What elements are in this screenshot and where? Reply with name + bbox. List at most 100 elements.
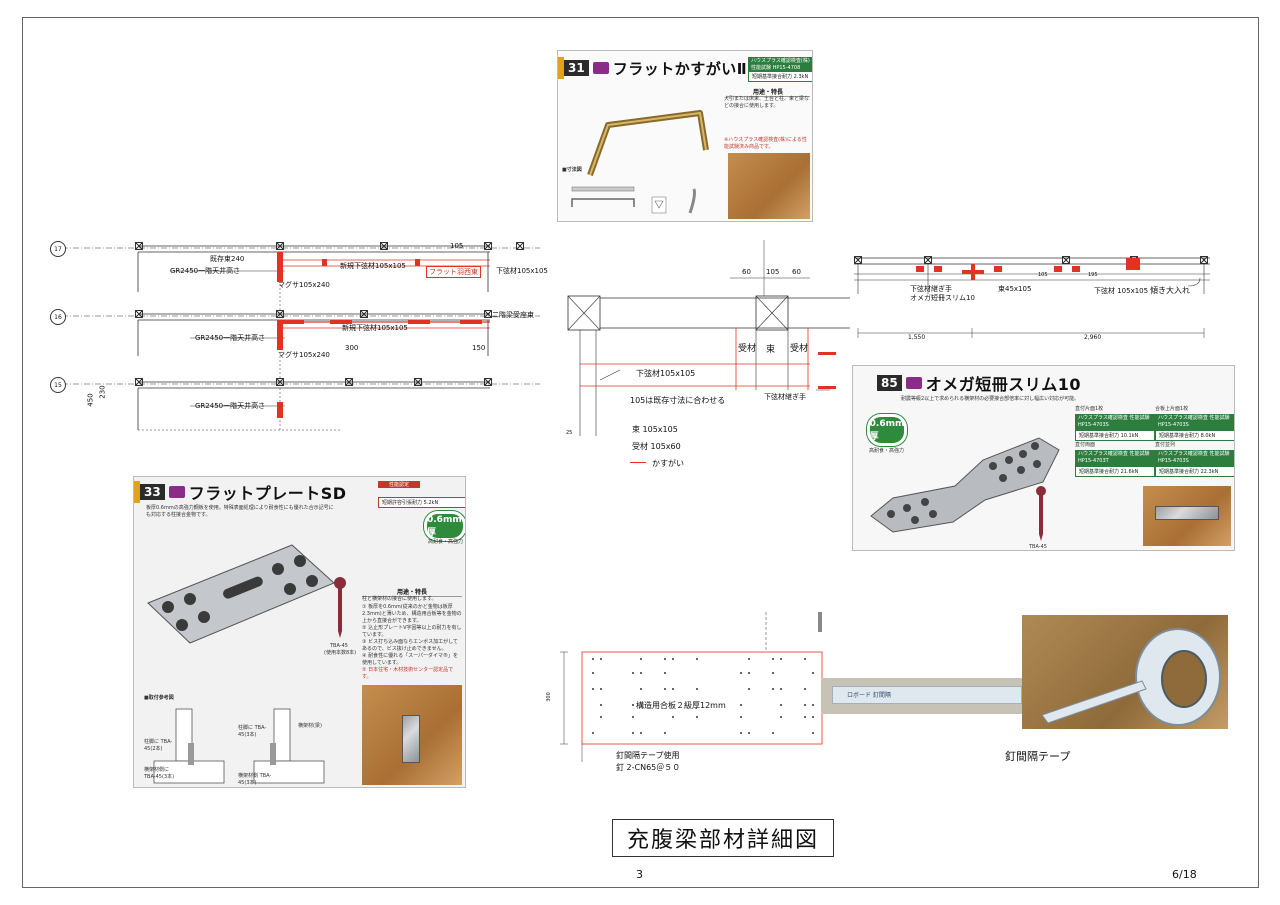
nail-dot bbox=[632, 704, 634, 706]
row17-left-label: 既存束240 bbox=[210, 255, 245, 263]
catalog-33-screw-sub: (使用本数8本) bbox=[324, 650, 357, 656]
catalog-31-photo bbox=[728, 153, 810, 219]
usage-line-6: ⑤ 日本住宅・木材技術センター認定品です。 bbox=[362, 667, 454, 680]
install-note-2: 横架材側に TBA-45(3本) bbox=[144, 767, 175, 780]
spec-group-3: 直付両面 bbox=[1075, 442, 1096, 448]
catalog-33-install-label: ■取付参考図 bbox=[144, 695, 174, 701]
plywood-panel-drawing: 300 構造用合板２級厚12mm 釘間隔テープ使用 釘 2-CN65＠５０ bbox=[540, 612, 830, 782]
post-box bbox=[484, 310, 492, 318]
photo-plate bbox=[1155, 506, 1219, 520]
catalog-33-thickness-badge: 0.6mm厚 bbox=[424, 511, 465, 541]
tape-note: 釘間隔テープ使用 bbox=[616, 751, 680, 760]
red-joint bbox=[408, 320, 430, 324]
nail-dot bbox=[748, 688, 750, 690]
axis-17-marker: 17 bbox=[50, 241, 66, 257]
red-joint bbox=[330, 320, 352, 324]
usage-line-2: ① 板厚を0.6mm(従来のかど金物は板厚2.3mm)と薄いため、構造用合板等を… bbox=[362, 604, 462, 624]
screw-icon bbox=[334, 577, 346, 638]
usage-line-1: 柱と横架材の接合に使用します。 bbox=[362, 596, 437, 602]
spec-head-4: ハウスプラス確認検査 性能試験 HP15-4703S bbox=[1155, 450, 1234, 466]
post-box bbox=[484, 378, 492, 386]
catalog-85-badge-sub: 高耐食・高強力 bbox=[869, 448, 905, 454]
install-note-1: 柱脚に TBA-45(2本) bbox=[144, 739, 173, 752]
catalog-33-usage-title: 用途・特長 bbox=[362, 587, 462, 597]
row16-mid-label: 新規下弦材105x105 bbox=[342, 324, 408, 332]
spec-group-1: 直付片面1枚 bbox=[1075, 406, 1104, 412]
row16-dim2: 150 bbox=[472, 344, 486, 352]
row16-floor-label: GR2450一階天井高さ bbox=[195, 334, 266, 342]
nail-dot bbox=[804, 704, 806, 706]
row17-dim: 105 bbox=[450, 242, 464, 250]
plywood-panel-lines bbox=[560, 612, 823, 762]
red-joint bbox=[1126, 258, 1140, 270]
elevation-small-dim-1: 105 bbox=[1038, 272, 1048, 278]
nail-dot bbox=[740, 716, 742, 718]
nail-dot bbox=[812, 672, 814, 674]
nail-dot bbox=[804, 658, 806, 660]
badge-text: 0.6mm厚 bbox=[869, 418, 905, 442]
post-box bbox=[854, 256, 862, 264]
detail-label-receiver-left: 受材 bbox=[738, 344, 757, 354]
install-reference-drawing bbox=[153, 708, 325, 784]
tape-strip: ロボード 釘間隔 bbox=[832, 686, 1022, 704]
row16-dim1: 300 bbox=[345, 344, 359, 352]
legend-receiver: 受材 105x60 bbox=[632, 442, 681, 451]
panel-label: 構造用合板２級厚12mm bbox=[636, 700, 726, 711]
nail-dot bbox=[804, 716, 806, 718]
post-box bbox=[135, 242, 143, 250]
nail-dot bbox=[592, 688, 594, 690]
spec-value-1: 短期基準接合耐力 10.1kN bbox=[1075, 430, 1155, 441]
detail-dim-right: 60 bbox=[792, 268, 801, 276]
usage-line-4: ③ ビス打ち込み面ならエンボス加工がしてあるので、ビス抜け止めできません。 bbox=[362, 639, 458, 652]
row17-red-note: フラット羽西東 bbox=[426, 266, 481, 278]
sheet-title-text: 充腹梁部材詳細図 bbox=[626, 828, 819, 853]
catalog-flat-kasugai: 31 フラットかすがいⅡ ハウスプラス確認検査(株) 性能試験 HP15-470… bbox=[557, 50, 813, 222]
elevation-joint-metal: オメガ短冊スリム10 bbox=[910, 294, 975, 302]
nail-dot bbox=[772, 688, 774, 690]
red-joint bbox=[460, 320, 482, 324]
detail-label-post: 束 bbox=[766, 345, 776, 355]
catalog-31-dim-label: ■寸法図 bbox=[562, 167, 582, 173]
post-box bbox=[276, 310, 284, 318]
nail-dot bbox=[640, 688, 642, 690]
catalog-85-screw-label: TBA-45 bbox=[1029, 544, 1047, 550]
nail-dot bbox=[740, 672, 742, 674]
axis-16-marker: 16 bbox=[50, 309, 66, 325]
nail-dot bbox=[696, 688, 698, 690]
detail-side-dim: 25 bbox=[566, 430, 573, 436]
brand-logo-icon bbox=[168, 486, 185, 498]
nail-dot bbox=[772, 672, 774, 674]
catalog-31-number: 31 bbox=[564, 60, 589, 76]
detail-joint-label: 下弦材継ぎ手 bbox=[764, 393, 806, 401]
flat-plate-sd-image bbox=[147, 544, 335, 644]
red-post bbox=[277, 402, 283, 418]
brand-logo-icon bbox=[905, 377, 922, 389]
red-joint bbox=[322, 259, 327, 266]
spec-value-2: 短期基準接合耐力 8.0kN bbox=[1155, 430, 1234, 441]
catalog-33-screw-label: TBA-45 bbox=[330, 643, 348, 649]
nail-dot bbox=[632, 672, 634, 674]
nail-dot bbox=[696, 716, 698, 718]
row15-dim2: 230 bbox=[98, 385, 107, 399]
nail-dot bbox=[632, 716, 634, 718]
elevation-lines bbox=[854, 257, 1210, 338]
detail-note: 105は既存寸法に合わせる bbox=[630, 396, 726, 405]
detail-dim-mid: 105 bbox=[766, 268, 780, 276]
spec-value-3: 短期基準接合耐力 21.6kN bbox=[1075, 466, 1155, 477]
photo-plate bbox=[402, 715, 420, 763]
nail-dot bbox=[592, 732, 594, 734]
nail-dot bbox=[600, 704, 602, 706]
nail-dot bbox=[748, 672, 750, 674]
catalog-33-intro: 板厚0.6mmの高強力鋼板を使用。特殊表面処理により耐食性にも優れた合示記号にも… bbox=[146, 505, 334, 518]
nail-dot bbox=[600, 688, 602, 690]
framing-lines bbox=[62, 245, 540, 431]
row16-post-label: マグサ105x240 bbox=[278, 351, 330, 359]
row15-floor-label: GR2450一階天井高さ bbox=[195, 402, 266, 410]
nail-note: 釘 2-CN65＠５０ bbox=[616, 763, 681, 772]
nail-dot bbox=[672, 658, 674, 660]
post-box bbox=[380, 242, 388, 250]
red-post bbox=[277, 252, 283, 282]
catalog-omega-slim: 85 オメガ短冊スリム10 耐震等級2以上で求められる横架材の必要接合部倍率に対… bbox=[852, 365, 1235, 551]
nail-dot bbox=[672, 688, 674, 690]
catalog-31-usage-title: 用途・特長 bbox=[726, 87, 810, 97]
